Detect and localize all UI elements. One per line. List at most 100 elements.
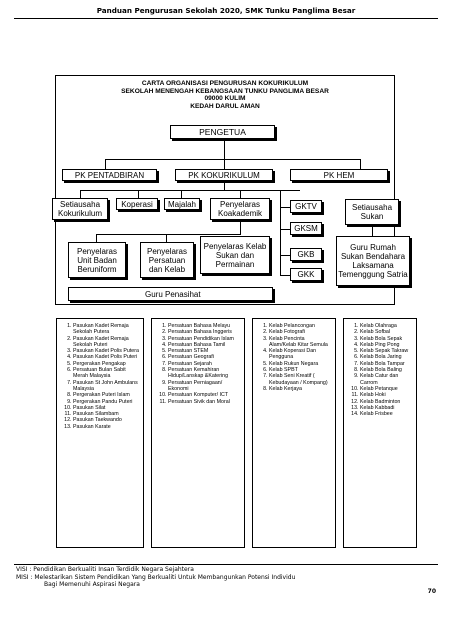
kelab-sukan-list: Kelab OlahragaKelab SofbalKelab Bola Sep… xyxy=(343,318,417,548)
list-item: Pasukan Kadet Remaja Sekolah Putera xyxy=(73,323,140,336)
chart-title-line: SEKOLAH MENENGAH KEBANGSAAN TUNKU PANGLI… xyxy=(121,87,329,95)
list-item: Kelab Bola Sepak xyxy=(360,336,413,342)
connector-line xyxy=(280,275,290,276)
list-item: Persatuan Geografi xyxy=(168,354,241,360)
connector-line xyxy=(280,190,281,275)
list-item: Persatuan Kemahiran Hidup/Lanskap &Kater… xyxy=(168,367,241,380)
guru-penasihat-box: Guru Penasihat xyxy=(68,287,273,301)
pengetua-box: PENGETUA xyxy=(170,125,275,139)
setiausaha-kokurikulum-box: Setiausaha Kokurikulum xyxy=(52,198,108,220)
penyelaras-kelab-sukan-box: Penyelaras Kelab Sukan dan Permainan xyxy=(200,236,270,274)
list-item: Persatuan Bahasa Tamil xyxy=(168,342,241,348)
connector-line xyxy=(280,255,290,256)
list-item: Pasukan St John Ambulans Malaysia xyxy=(73,380,140,393)
list-item: Pasukan Karate xyxy=(73,424,140,430)
list-item: Persatuan Bulan Sabit Merah Malaysia xyxy=(73,367,140,380)
connector-line xyxy=(105,159,360,160)
list-item: Kelab Sepak Takraw xyxy=(360,348,413,354)
penyelaras-persatuan-box: Penyelaras Persatuan dan Kelab xyxy=(140,242,194,278)
list-item: Persatuan Perniagaan/ Ekonomi xyxy=(168,380,241,393)
list-item: Kelab Fotografi xyxy=(269,329,332,335)
pk-pentadbiran-box: PK PENTADBIRAN xyxy=(62,169,157,181)
persatuan-list: Persatuan Bahasa MelayuPersatuan Bahasa … xyxy=(151,318,245,548)
connector-line xyxy=(96,234,241,235)
connector-line xyxy=(80,190,300,191)
list-item: Kelab Frisbee xyxy=(360,411,413,417)
setiausaha-sukan-box: Setiausaha Sukan xyxy=(345,199,399,225)
list-item: Kelab Pelancongan xyxy=(269,323,332,329)
connector-line xyxy=(80,190,81,198)
list-item: Pergerakan Pengakap xyxy=(73,361,140,367)
list-item: Kelab Hoki xyxy=(360,392,413,398)
list-item: Kelab Koperasi Dan Pengguna xyxy=(269,348,332,361)
connector-line xyxy=(224,159,225,169)
connector-line xyxy=(240,220,241,234)
list-item: Pergerakan Pandu Puteri xyxy=(73,399,140,405)
kelab-list: Kelab PelanconganKelab FotografiKelab Pe… xyxy=(252,318,336,548)
visi-text: VISI : Pendidikan Berkualiti Insan Terdi… xyxy=(16,566,194,573)
list-item: Kelab Bola Jaring xyxy=(360,354,413,360)
list-item: Persatuan Pendidikan Islam xyxy=(168,336,241,342)
chart-title-line: CARTA ORGANISASI PENGURUSAN KOKURIKULUM xyxy=(141,80,309,87)
list-item: Kelab Kerjaya xyxy=(269,386,332,392)
connector-line xyxy=(96,234,97,242)
list-item: Persatuan Bahasa Melayu xyxy=(168,323,241,329)
connector-line xyxy=(224,139,225,159)
list-item: Pasukan Kadet Polis Puteri xyxy=(73,354,140,360)
penyelaras-unit-badan-box: Penyelaras Unit Badan Beruniform xyxy=(68,242,126,278)
list-item: Kelab Seni Kreatif ( Kebudayaan / Kompan… xyxy=(269,373,332,386)
connector-line xyxy=(166,234,167,242)
chart-title: CARTA ORGANISASI PENGURUSAN KOKURIKULUM … xyxy=(60,80,390,110)
gktv-box: GKTV xyxy=(290,200,322,213)
connector-line xyxy=(240,190,241,198)
list-item: Kelab Ping Pong xyxy=(360,342,413,348)
list-item: Persatuan Sejarah xyxy=(168,361,241,367)
pk-kokurikulum-box: PK KOKURIKULUM xyxy=(175,169,273,181)
uniform-units-list: Pasukan Kadet Remaja Sekolah PuteraPasuk… xyxy=(56,318,144,548)
list-item: Kelab Bola Tampar xyxy=(360,361,413,367)
list-item: Pasukan Taekwando xyxy=(73,417,140,423)
connector-line xyxy=(280,229,290,230)
chart-title-line: KEDAH DARUL AMAN xyxy=(190,102,260,110)
page-number: 70 xyxy=(427,588,436,595)
footer-divider xyxy=(14,564,438,565)
majalah-box: Majalah xyxy=(164,198,200,210)
pk-hem-box: PK HEM xyxy=(290,169,388,181)
connector-line xyxy=(138,190,139,198)
list-item: Persatuan Komputer/ ICT xyxy=(168,392,241,398)
list-item: Pergerakan Puteri Islam xyxy=(73,392,140,398)
list-item: Kelab SPBT xyxy=(269,367,332,373)
header-divider xyxy=(14,18,438,19)
list-item: Kelab Petanque xyxy=(360,386,413,392)
guru-rumah-sukan-box: Guru Rumah Sukan Bendahara Laksamana Tem… xyxy=(336,236,410,286)
misi-text: MISI : Melestarikan Sistem Pendidikan Ya… xyxy=(16,574,296,581)
list-item: Kelab Bola Baling xyxy=(360,367,413,373)
chart-frame xyxy=(55,75,395,305)
gkk-box: GKK xyxy=(290,268,322,281)
connector-line xyxy=(224,181,225,190)
list-item: Kelab Rukun Negara xyxy=(269,361,332,367)
koperasi-box: Koperasi xyxy=(116,198,158,210)
connector-line xyxy=(280,207,290,208)
list-item: Pasukan Kadet Polis Putera xyxy=(73,348,140,354)
list-item: Kelab Olahraga xyxy=(360,323,413,329)
misi-text-continued: Bagi Memenuhi Aspirasi Negara xyxy=(44,581,140,588)
connector-line xyxy=(372,226,373,236)
connector-line xyxy=(181,190,182,198)
list-item: Kelab Catur dan Carrom xyxy=(360,373,413,386)
list-item: Persatuan Bahasa Inggeris xyxy=(168,329,241,335)
gkb-box: GKB xyxy=(290,248,322,261)
list-item: Pasukan Kadet Remaja Sekolah Puteri xyxy=(73,336,140,349)
list-item: Pasukan Silat xyxy=(73,405,140,411)
gksm-box: GKSM xyxy=(290,222,322,235)
chart-title-line: 09000 KULIM xyxy=(204,95,246,103)
penyelaras-koakademik-box: Penyelaras Koakademik xyxy=(210,198,270,220)
list-item: Kelab Sofbal xyxy=(360,329,413,335)
list-item: Pasukan Silambam xyxy=(73,411,140,417)
list-item: Kelab Kabbadi xyxy=(360,405,413,411)
connector-line xyxy=(105,159,106,169)
list-item: Kelab Pencinta Alam/Kelab Kitar Semula xyxy=(269,336,332,349)
list-item: Persatuan Sivik dan Moral xyxy=(168,399,241,405)
list-item: Persatuan STEM xyxy=(168,348,241,354)
list-item: Kelab Badminton xyxy=(360,399,413,405)
